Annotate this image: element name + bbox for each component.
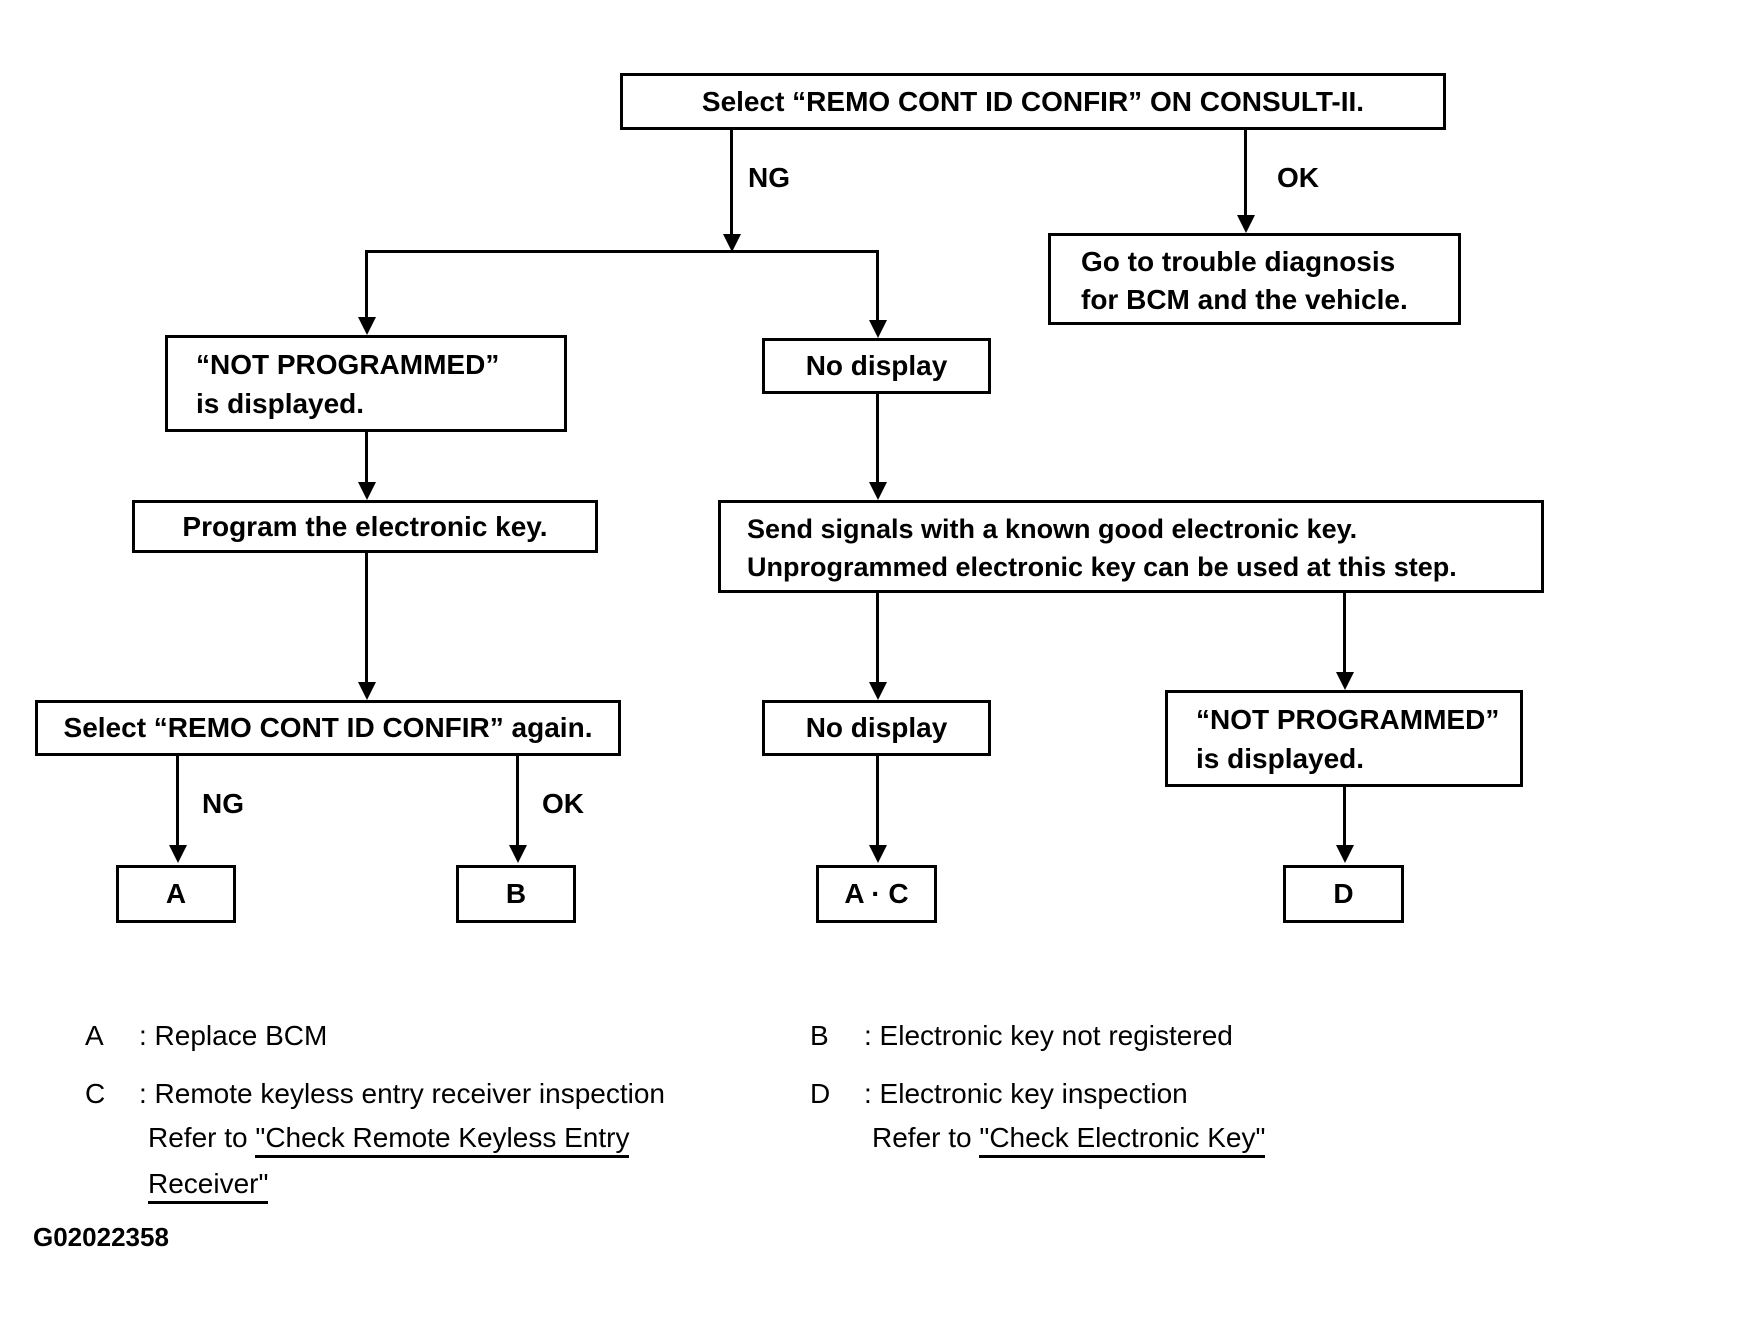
node-not-programmed-2-line2: is displayed.	[1196, 743, 1365, 774]
legend-item-c: C : Remote keyless entry receiver inspec…	[85, 1078, 665, 1110]
arrowhead-program-selectagain	[358, 682, 376, 700]
legend-letter-b: B	[810, 1020, 829, 1051]
edge-label-ng-2: NG	[202, 788, 244, 819]
legend-text-d: : Electronic key inspection	[864, 1078, 1188, 1109]
arrowhead-nodisplay-send	[869, 482, 887, 500]
legend-item-d: D : Electronic key inspection	[810, 1078, 1188, 1110]
connector-selectagain-b	[516, 756, 519, 845]
arrowhead-send-notprogrammed2	[1336, 672, 1354, 690]
legend-refer-c: Refer to "Check Remote Keyless Entry	[148, 1122, 630, 1158]
legend-item-a: A : Replace BCM	[85, 1020, 327, 1052]
arrowhead-send-nodisplay2	[869, 682, 887, 700]
legend-link-check-remote-keyless-entry-receiver[interactable]: "Check Remote Keyless Entry	[255, 1122, 630, 1158]
legend-refer-d: Refer to "Check Electronic Key"	[872, 1122, 1266, 1158]
node-result-a: A	[116, 865, 236, 923]
legend-text-c: : Remote keyless entry receiver inspecti…	[139, 1078, 665, 1109]
node-not-programmed-1-line2: is displayed.	[196, 388, 365, 419]
connector-notprogrammed2-d	[1343, 787, 1346, 845]
figure-id: G02022358	[33, 1222, 169, 1252]
legend-refer-c-line2: Receiver"	[148, 1168, 269, 1204]
arrowhead-nodisplay2-ac	[869, 845, 887, 863]
arrowhead-notprogrammed-program	[358, 482, 376, 500]
legend-text-a: : Replace BCM	[139, 1020, 328, 1051]
node-not-programmed-1-line1: “NOT PROGRAMMED”	[196, 349, 500, 380]
legend-refer-c-prefix: Refer to	[148, 1122, 256, 1153]
node-ok-result-line2: for BCM and the vehicle.	[1081, 284, 1408, 315]
edge-label-ok-2: OK	[542, 788, 584, 819]
legend-letter-a: A	[85, 1020, 104, 1051]
legend-refer-d-prefix: Refer to	[872, 1122, 980, 1153]
legend-item-b: B : Electronic key not registered	[810, 1020, 1233, 1052]
arrowhead-branch-nodisplay	[869, 320, 887, 338]
connector-send-nodisplay2	[876, 593, 879, 682]
connector-ng-branch	[365, 250, 879, 253]
node-result-ac: A · C	[816, 865, 937, 923]
arrowhead-branch-notprogrammed	[358, 317, 376, 335]
arrowhead-notprogrammed2-d	[1336, 845, 1354, 863]
node-result-b: B	[456, 865, 576, 923]
node-send-signals-line2: Unprogrammed electronic key can be used …	[747, 552, 1457, 582]
connector-start-ok	[1244, 129, 1247, 215]
connector-branch-nodisplay	[876, 250, 879, 320]
edge-label-ok-1: OK	[1277, 162, 1319, 193]
node-ok-result: Go to trouble diagnosis for BCM and the …	[1048, 233, 1461, 325]
node-send-signals-line1: Send signals with a known good electroni…	[747, 514, 1358, 544]
node-ok-result-line1: Go to trouble diagnosis	[1081, 246, 1396, 277]
arrowhead-selectagain-a	[169, 845, 187, 863]
connector-selectagain-a	[176, 756, 179, 845]
connector-send-notprogrammed2	[1343, 593, 1346, 672]
arrowhead-start-ng	[723, 234, 741, 252]
legend-letter-d: D	[810, 1078, 831, 1109]
node-no-display-2: No display	[762, 700, 991, 756]
connector-nodisplay2-ac	[876, 756, 879, 845]
node-program-key: Program the electronic key.	[132, 500, 598, 553]
legend-text-b: : Electronic key not registered	[864, 1020, 1233, 1051]
connector-notprogrammed-program	[365, 432, 368, 482]
connector-branch-notprogrammed	[365, 250, 368, 317]
arrowhead-start-ok	[1237, 215, 1255, 233]
node-not-programmed-2: “NOT PROGRAMMED” is displayed.	[1165, 690, 1523, 787]
legend-link-check-electronic-key[interactable]: "Check Electronic Key"	[979, 1122, 1266, 1158]
node-not-programmed-1: “NOT PROGRAMMED” is displayed.	[165, 335, 567, 432]
node-select-again: Select “REMO CONT ID CONFIR” again.	[35, 700, 621, 756]
connector-program-selectagain	[365, 553, 368, 682]
node-no-display-1: No display	[762, 338, 991, 394]
node-start: Select “REMO CONT ID CONFIR” ON CONSULT-…	[620, 73, 1446, 130]
connector-start-ng	[730, 129, 733, 234]
legend-link-receiver[interactable]: Receiver"	[148, 1168, 269, 1204]
node-send-signals: Send signals with a known good electroni…	[718, 500, 1544, 593]
legend-letter-c: C	[85, 1078, 106, 1109]
connector-nodisplay-send	[876, 394, 879, 482]
edge-label-ng-1: NG	[748, 162, 790, 193]
arrowhead-selectagain-b	[509, 845, 527, 863]
node-result-d: D	[1283, 865, 1404, 923]
node-not-programmed-2-line1: “NOT PROGRAMMED”	[1196, 704, 1500, 735]
